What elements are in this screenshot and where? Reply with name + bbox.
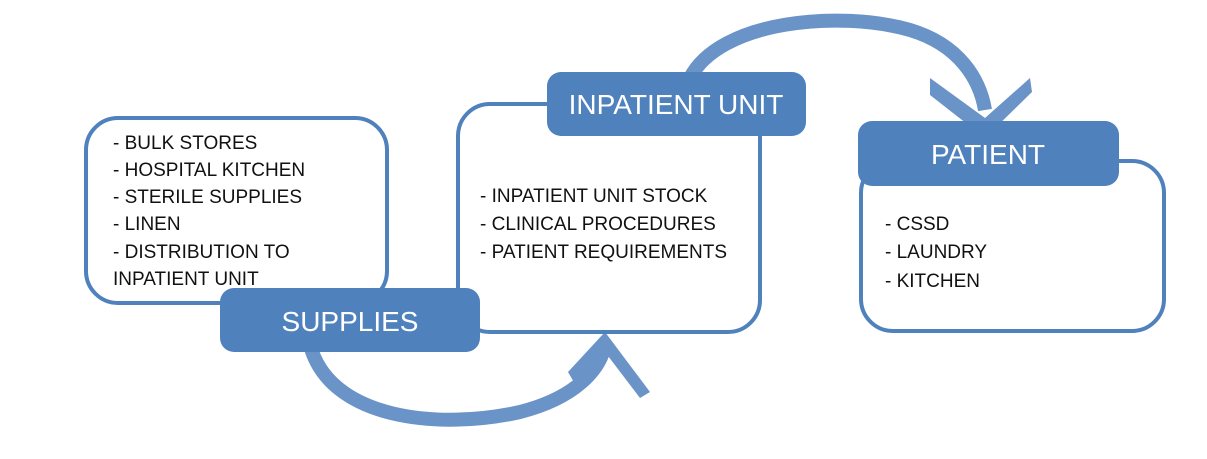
patient-title: PATIENT (931, 139, 1045, 170)
list-item: - BULK STORES (113, 133, 257, 154)
inpatient-unit-label: INPATIENT UNIT (547, 72, 806, 136)
arrowhead-icon (568, 332, 650, 398)
arrow-supplies-to-inpatient (303, 332, 650, 427)
list-item: - INPATIENT UNIT STOCK (480, 186, 708, 207)
patient-box: - CSSD - LAUNDRY - KITCHEN (859, 159, 1166, 333)
list-item: - CSSD (885, 214, 949, 235)
supplies-title: SUPPLIES (282, 306, 419, 337)
inpatient-unit-title: INPATIENT UNIT (569, 89, 784, 120)
list-item: INPATIENT UNIT (113, 269, 259, 290)
supplies-label: SUPPLIES (220, 288, 480, 352)
list-item: - CLINICAL PROCEDURES (480, 214, 716, 235)
supplies-box: - BULK STORES - HOSPITAL KITCHEN - STERI… (84, 116, 389, 305)
list-item: - PATIENT REQUIREMENTS (480, 242, 727, 263)
list-item: - KITCHEN (885, 271, 980, 292)
list-item: - DISTRIBUTION TO (113, 242, 290, 263)
list-item: - STERILE SUPPLIES (113, 187, 302, 208)
patient-label: PATIENT (858, 121, 1119, 186)
list-item: - HOSPITAL KITCHEN (113, 160, 305, 181)
list-item: - LINEN (113, 214, 181, 235)
inpatient-unit-box: - INPATIENT UNIT STOCK - CLINICAL PROCED… (456, 102, 762, 334)
list-item: - LAUNDRY (885, 242, 987, 263)
